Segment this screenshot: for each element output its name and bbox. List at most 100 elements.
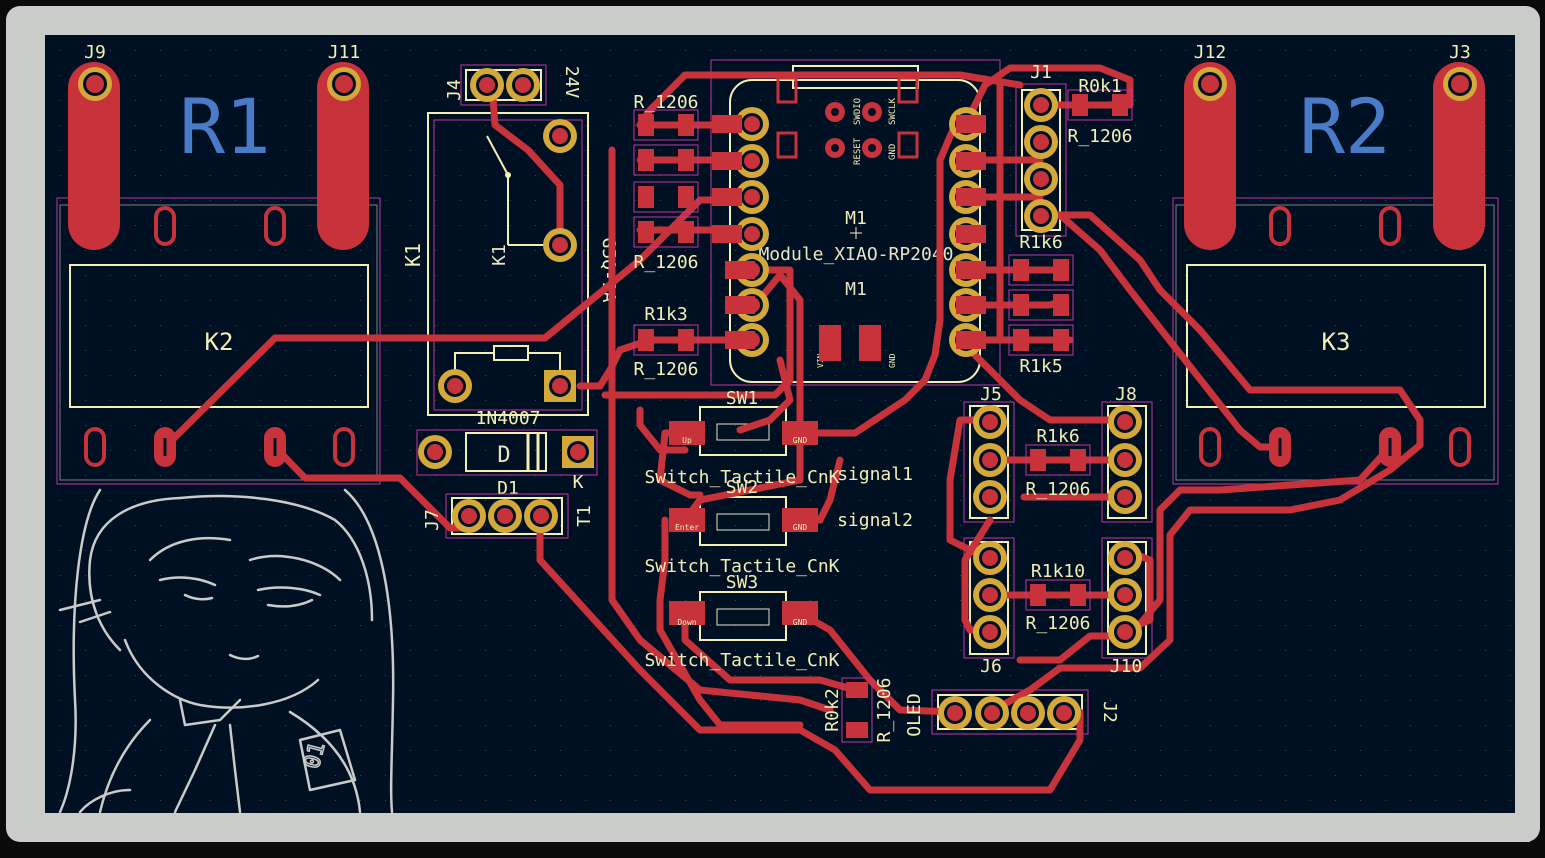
svg-text:GND: GND (793, 436, 808, 445)
mount-annulus (1451, 75, 1469, 93)
switch-smd-pad (782, 421, 818, 445)
resistor-pad (678, 149, 694, 171)
power-pad (859, 325, 881, 361)
svg-text:GND: GND (793, 523, 808, 532)
tht-annulus (1117, 489, 1133, 505)
resistor-pad (1013, 329, 1029, 351)
tht-annulus (984, 705, 1000, 721)
mount-annulus (335, 75, 353, 93)
svg-text:Enter: Enter (675, 523, 699, 532)
res-value-2: R_1206 (633, 252, 698, 273)
relay-slot-pad (84, 427, 106, 467)
res-value-3: R_1206 (633, 359, 698, 380)
j7-ref: J7 (422, 509, 443, 531)
m1-reset-label: RESET (853, 137, 863, 165)
tht-annulus (982, 414, 998, 430)
tht-annulus (1033, 208, 1049, 224)
m1-gnd-label: GND (888, 144, 898, 160)
m1-fab-ref: M1 (845, 279, 867, 300)
res-r1k3: R1k3 (644, 304, 687, 325)
debug-drill (831, 144, 839, 152)
module-smd-pad (725, 261, 755, 279)
resistor-pad (638, 329, 654, 351)
resistor-courtyard (633, 216, 699, 248)
relay-slot-pad (264, 427, 286, 467)
debug-drill (868, 144, 876, 152)
res-value-7: R_1206 (874, 677, 895, 742)
svg-text:Down: Down (677, 618, 696, 627)
res-value-1: R_1206 (633, 92, 698, 113)
tht-annulus (982, 550, 998, 566)
m1-swclk-label: SWCLK (888, 97, 898, 125)
resistor-pad (638, 186, 654, 208)
relay-slot-pad (1199, 206, 1221, 246)
resistor-pad (1013, 259, 1029, 281)
net-oled: OLED (904, 693, 925, 736)
pads[interactable] (78, 67, 1477, 730)
resistor-courtyard (1008, 324, 1074, 356)
debug-drill (831, 108, 839, 116)
tht-annulus (1033, 171, 1049, 187)
tht-annulus (982, 452, 998, 468)
resistor-courtyard (633, 144, 699, 176)
resistor-pad (846, 722, 868, 738)
silkscreen-artwork: 01 (58, 488, 395, 814)
tht-annulus (552, 128, 568, 144)
tht-annulus (515, 77, 531, 93)
k2-ref: K2 (205, 328, 234, 356)
resistor-courtyard (1008, 289, 1074, 321)
tht-annulus (552, 378, 568, 394)
res-r1k10: R1k10 (1031, 561, 1085, 582)
res-r1k6-top: R1k6 (1019, 232, 1062, 253)
tht-annulus (497, 508, 513, 524)
relay-slot-pad (1269, 206, 1291, 246)
tht-annulus (744, 226, 760, 242)
tht-annulus (744, 153, 760, 169)
module-smd-pad (712, 115, 742, 133)
relay-slot-pad (154, 427, 176, 467)
resistor-courtyard (1008, 254, 1074, 286)
tht-annulus (1056, 705, 1072, 721)
res-r1k5: R1k5 (1019, 356, 1062, 377)
j4-value: 24V (561, 66, 582, 99)
resistors[interactable] (633, 89, 1133, 743)
res-value-5: R_1206 (1025, 479, 1090, 500)
module-smd-pad (956, 261, 986, 279)
j5-ref: J5 (980, 384, 1002, 405)
resistor-pad (1053, 294, 1069, 316)
relay-slot-pad (264, 206, 286, 246)
resistor-pad (678, 186, 694, 208)
tht-annulus (447, 378, 463, 394)
d1-value: 1N4007 (475, 408, 540, 429)
tht-annulus (947, 705, 963, 721)
m1-value: Module_XIAO-RP2040 (758, 244, 953, 265)
res-value-6: R_1206 (1025, 613, 1090, 634)
relay-slot-pad (1449, 427, 1471, 467)
sw1-value: Switch_Tactile_CnK (644, 467, 839, 488)
diode-d1[interactable]: D 1N4007 D1 K (416, 408, 598, 499)
resistor-courtyard (1025, 444, 1091, 476)
relay-slot-pad (154, 206, 176, 246)
switch-smd-pad (669, 421, 705, 445)
j10-ref: J10 (1110, 656, 1143, 677)
module-smd-pad (725, 296, 755, 314)
resistor-pad (1070, 449, 1086, 471)
tht-annulus (533, 508, 549, 524)
tht-annulus (1117, 624, 1133, 640)
svg-text:Up: Up (682, 436, 692, 445)
tht-annulus (1033, 134, 1049, 150)
resistor-courtyard (633, 109, 699, 141)
tht-annulus (1117, 452, 1133, 468)
resistor-pad (1030, 584, 1046, 606)
module-smd-pad (725, 331, 755, 349)
tht-annulus (744, 116, 760, 132)
res-r0k2: R0k2 (822, 688, 843, 731)
j9-ref: J9 (84, 42, 106, 63)
j2-ref: J2 (1099, 701, 1120, 723)
tht-annulus (982, 587, 998, 603)
switch-smd-pad (782, 601, 818, 625)
module-smd-pad (712, 225, 742, 243)
res-r1k6: R1k6 (1036, 426, 1079, 447)
